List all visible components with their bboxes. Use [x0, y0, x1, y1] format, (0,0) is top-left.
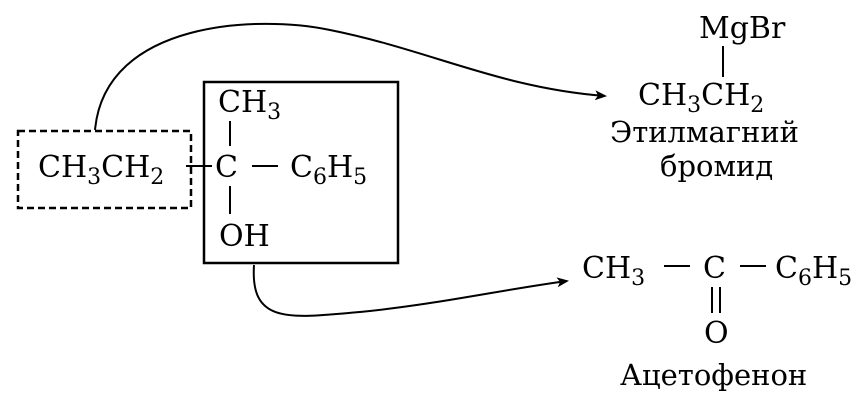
ketone-phenyl: C6H5 [775, 251, 852, 291]
hydroxyl-group: OH [219, 219, 270, 254]
grignard-name-line1: Этилмагний [610, 115, 799, 149]
carbinol-solid-box [202, 80, 400, 265]
arrow-to-grignard [94, 22, 607, 131]
ethyl-dashed-box [16, 129, 193, 210]
phenyl-group: C6H5 [290, 150, 367, 190]
ketone-name: Ацетофенон [620, 358, 807, 392]
ethyl-group: CH3CH2 [38, 150, 164, 190]
top-methyl-group: CH3 [218, 85, 281, 125]
grignard-formula: CH3CH2 [638, 78, 764, 118]
ketone-methyl: CH3 [582, 251, 645, 291]
arrow-to-ketone [252, 264, 569, 317]
ketone-carbon: C [703, 251, 726, 286]
ketone-oxygen: O [704, 316, 729, 351]
grignard-name-line2: бромид [660, 149, 773, 183]
mgbr-label: MgBr [699, 11, 786, 46]
central-carbon: C [215, 150, 238, 185]
